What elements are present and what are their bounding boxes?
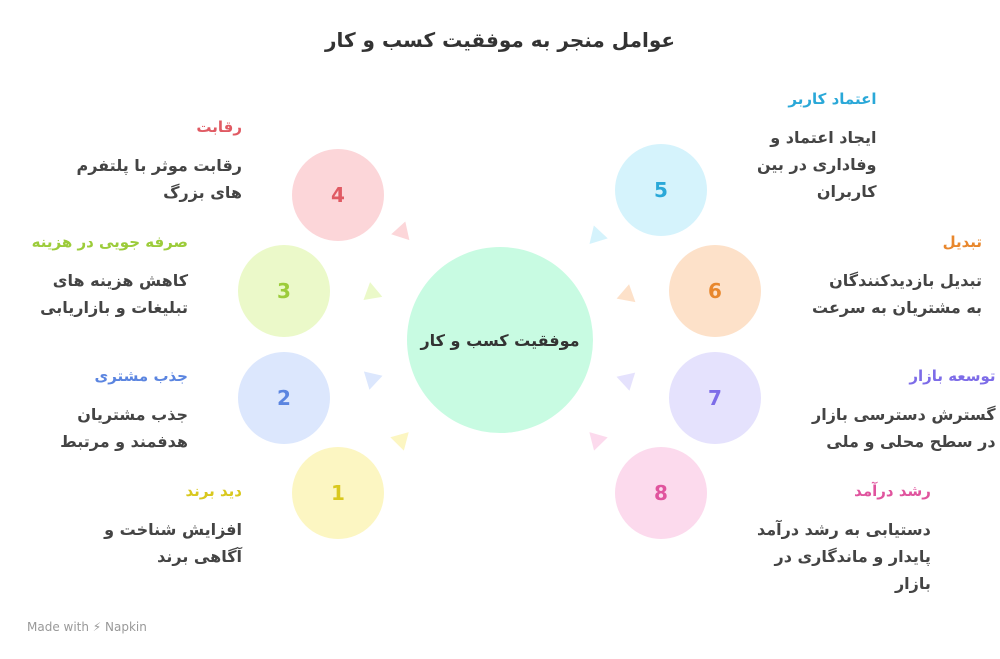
factor-label-5: اعتماد کاربر ایجاد اعتماد و وفاداری در بین… [757, 90, 877, 205]
factor-circle-6: 6 [669, 245, 761, 337]
arrow-triangle-7 [616, 372, 636, 391]
arrow-triangle-8 [589, 432, 608, 451]
description-line: افزایش شناخت و [104, 520, 242, 539]
factor-title: صرفه جویی در هزینه [31, 233, 188, 251]
description-line: دستیابی به رشد درآمد [757, 520, 931, 539]
factor-description: جذب مشتریان هدفمند و مرتبط [60, 401, 188, 455]
description-line: در سطح محلی و ملی [826, 432, 996, 451]
factor-label-1: دید برند افزایش شناخت و آگاهی برند [104, 482, 242, 570]
factor-title: تبدیل [942, 233, 983, 251]
factor-number: 8 [654, 481, 668, 505]
arrow-triangle-5 [589, 225, 608, 245]
description-line: به مشتریان به سرعت [812, 298, 983, 317]
factor-number: 1 [331, 481, 345, 505]
description-line: تبلیغات و بازاریابی [40, 298, 188, 317]
factor-title: رقابت [196, 118, 242, 136]
factor-description: گسترش دسترسی بازار در سطح محلی و ملی [812, 401, 996, 455]
factor-label-2: جذب مشتری جذب مشتریان هدفمند و مرتبط [60, 367, 188, 455]
diagram-title: عوامل منجر به موفقیت کسب و کار [324, 28, 676, 52]
factor-description: ایجاد اعتماد و وفاداری در بین کاربران [757, 124, 877, 205]
description-line: بازار [894, 574, 931, 593]
factor-circle-4: 4 [292, 149, 384, 241]
factor-number: 6 [708, 279, 722, 303]
factor-description: افزایش شناخت و آگاهی برند [104, 516, 242, 570]
description-line: جذب مشتریان [77, 405, 188, 424]
factor-number: 7 [708, 386, 722, 410]
description-line: ایجاد اعتماد و [770, 128, 877, 147]
description-line: کاهش هزینه های [52, 271, 188, 290]
arrow-triangle-1 [390, 432, 409, 451]
factor-label-6: تبدیل تبدیل بازدیدکنندگان به مشتریان به سر… [812, 233, 982, 321]
description-line: گسترش دسترسی بازار [812, 405, 996, 424]
description-line: وفاداری در بین [757, 155, 877, 174]
factor-circle-7: 7 [669, 352, 761, 444]
factor-number: 3 [277, 279, 291, 303]
factor-number: 5 [654, 178, 668, 202]
factor-label-4: رقابت رقابت موثر با پلتفرم های بزرگ [76, 118, 242, 206]
arrow-triangle-2 [363, 371, 383, 390]
factor-description: دستیابی به رشد درآمد پایدار و ماندگاری در… [757, 516, 931, 597]
center-circle: موفقیت کسب و کار [407, 247, 593, 433]
arrow-triangle-4 [391, 221, 410, 241]
factor-title: جذب مشتری [94, 367, 188, 385]
factor-label-8: رشد درآمد دستیابی به رشد درآمد پایدار و ما… [757, 482, 931, 597]
factor-number: 2 [277, 386, 291, 410]
factor-label-3: صرفه جویی در هزینه کاهش هزینه های تبلیغات … [32, 233, 188, 321]
description-line: رقابت موثر با پلتفرم [76, 156, 242, 175]
arrow-triangle-6 [616, 284, 636, 303]
description-line: هدفمند و مرتبط [60, 432, 188, 451]
factor-number: 4 [331, 183, 345, 207]
factor-circle-1: 1 [292, 447, 384, 539]
description-line: آگاهی برند [157, 547, 242, 566]
description-line: تبدیل بازدیدکنندگان [829, 271, 983, 290]
factor-title: دید برند [185, 482, 242, 500]
description-line: کاربران [816, 182, 877, 201]
factor-circle-5: 5 [615, 144, 707, 236]
factor-description: تبدیل بازدیدکنندگان به مشتریان به سرعت [812, 267, 982, 321]
factor-circle-2: 2 [238, 352, 330, 444]
napkin-credit: Made with ⚡ Napkin [27, 620, 147, 634]
factor-circle-3: 3 [238, 245, 330, 337]
factor-label-7: توسعه بازار گسترش دسترسی بازار در سطح محلی… [812, 367, 996, 455]
factor-title: اعتماد کاربر [788, 90, 877, 108]
factor-title: رشد درآمد [854, 482, 931, 500]
description-line: پایدار و ماندگاری در [774, 547, 931, 566]
arrow-triangle-3 [363, 282, 383, 300]
factor-title: توسعه بازار [909, 367, 996, 385]
factor-circle-8: 8 [615, 447, 707, 539]
factor-description: رقابت موثر با پلتفرم های بزرگ [76, 152, 242, 206]
description-line: های بزرگ [163, 183, 242, 202]
factor-description: کاهش هزینه های تبلیغات و بازاریابی [32, 267, 188, 321]
